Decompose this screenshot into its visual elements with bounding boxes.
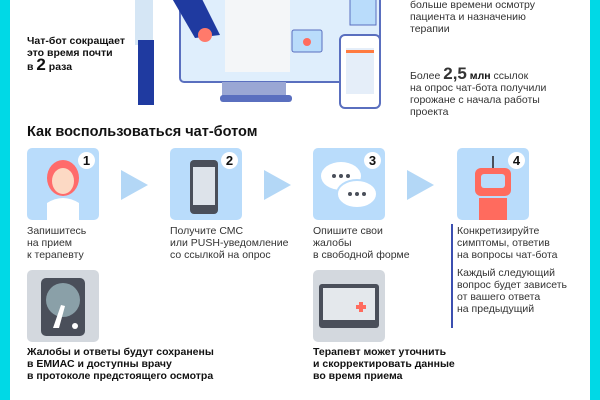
text-line: жалобы xyxy=(313,237,352,249)
text-line: и скорректировать данные xyxy=(313,358,455,370)
arrow-icon xyxy=(407,170,434,200)
step-number: 1 xyxy=(78,152,95,169)
text-line: со ссылкой на опрос xyxy=(170,249,271,261)
text-line: пациента и назначению xyxy=(410,11,526,23)
result-1-image xyxy=(27,270,99,342)
result-2-image xyxy=(313,270,385,342)
section-heading: Как воспользоваться чат-ботом xyxy=(27,124,258,140)
links-stat: Более 2,5 млн ссылок на опрос чат-бота п… xyxy=(410,65,547,118)
text-line: проекта xyxy=(410,106,449,118)
text-line: больше времени осмотру xyxy=(410,0,535,11)
time-reduction-stat: Чат-бот сокращает это время почти в 2 ра… xyxy=(27,35,125,73)
arrow-icon xyxy=(264,170,291,200)
text-line: Каждый следующий xyxy=(457,267,556,279)
stat-prefix: Более xyxy=(410,70,441,82)
stat-number: 2,5 xyxy=(443,64,467,83)
text-line: на предыдущий xyxy=(457,303,535,315)
smartphone-icon xyxy=(190,160,218,214)
infographic: Чат-бот сокращает это время почти в 2 ра… xyxy=(10,0,590,400)
text-line: Опишите свои xyxy=(313,225,383,237)
step-2-image: 2 xyxy=(170,148,242,220)
text-line: Получите СМС xyxy=(170,225,244,237)
exam-time-text: больше времени осмотру пациента и назнач… xyxy=(410,0,535,35)
text-line: Запишитесь xyxy=(27,225,87,237)
robot-icon xyxy=(475,156,511,220)
text-line: вопрос будет зависеть xyxy=(457,279,567,291)
step-4-image: 4 xyxy=(457,148,529,220)
text-line: терапии xyxy=(410,23,450,35)
stat-number: 2 xyxy=(36,55,46,74)
text-line: во время приема xyxy=(313,370,403,382)
text-line: Конкретизируйте xyxy=(457,225,540,237)
text-line: в свободной форме xyxy=(313,249,410,261)
text-line: от вашего ответа xyxy=(457,291,541,303)
stat-prefix: в xyxy=(27,61,34,73)
text-line: на прием xyxy=(27,237,73,249)
stat-rest: ссылок xyxy=(493,70,529,82)
step-number: 2 xyxy=(221,152,238,169)
text-line: на вопросы чат-бота xyxy=(457,249,558,261)
tablet-record-icon xyxy=(319,284,379,328)
hard-drive-icon xyxy=(41,278,85,336)
step-number: 4 xyxy=(508,152,525,169)
text-line: Жалобы и ответы будут сохранены xyxy=(27,346,214,358)
step-number: 3 xyxy=(364,152,381,169)
stat-suffix: раза xyxy=(48,61,73,73)
text-line: Терапевт может уточнить xyxy=(313,346,447,358)
text-line: к терапевту xyxy=(27,249,84,261)
step-1-image: 1 xyxy=(27,148,99,220)
chat-bubbles-icon xyxy=(321,162,378,209)
doctor-icon xyxy=(47,160,79,220)
stat-line: Чат-бот сокращает xyxy=(27,35,125,47)
text-line: на опрос чат-бота получили xyxy=(410,82,547,94)
stat-unit: млн xyxy=(469,70,491,82)
text-line: горожане с начала работы xyxy=(410,94,540,106)
step-3-image: 3 xyxy=(313,148,385,220)
accent-line xyxy=(451,224,453,328)
text-line: в протоколе предстоящего осмотра xyxy=(27,370,214,382)
text-line: симптомы, ответив xyxy=(457,237,550,249)
arrow-icon xyxy=(121,170,148,200)
text-line: в ЕМИАС и доступны врачу xyxy=(27,358,172,370)
text-line: или PUSH-уведомление xyxy=(170,237,289,249)
doctor-monitor-illustration xyxy=(135,0,381,109)
stat-line: это время почти xyxy=(27,47,113,59)
